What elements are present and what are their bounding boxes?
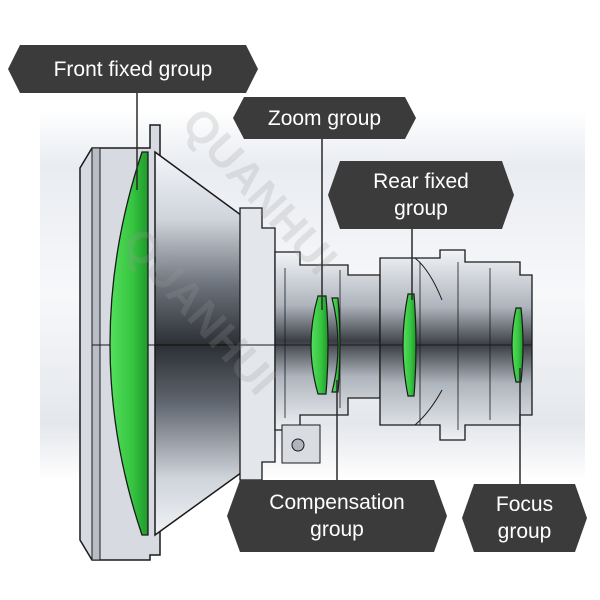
rear-fixed-label-box <box>328 161 514 229</box>
compensation-lens <box>331 297 341 393</box>
compensation-label-box <box>227 480 447 552</box>
zoom-lens <box>310 295 329 395</box>
zoom-group-label-line-1: Zoom group <box>267 106 382 130</box>
compensation-group-label-line-2: group <box>310 518 364 541</box>
front-fixed-lens <box>109 151 149 536</box>
compensation-group-label-line-1: Compensation <box>269 491 405 514</box>
front-fixed-group-label: Front fixed group <box>8 45 258 93</box>
leader-lines <box>136 93 521 484</box>
rear-fixed-group-label-line-2: group <box>394 197 448 220</box>
cone-housing <box>154 150 276 537</box>
lens-elements <box>109 151 524 536</box>
zoom-group-label: Zoom group <box>233 97 416 139</box>
callout-shapes <box>8 45 587 552</box>
front-fixed-group-label-line-1: Front fixed group <box>53 57 213 81</box>
zoom-label-box <box>233 97 416 139</box>
rear-fixed-group-label-line-1: Rear fixed <box>373 170 469 193</box>
focus-group-label-line-2: group <box>497 520 552 543</box>
focus-group-label-line-1: Focus <box>495 493 554 516</box>
compensation-group-label: Compensation group <box>227 480 447 552</box>
rear-fixed-group-label: Rear fixed group <box>328 161 514 229</box>
focus-group-label: Focus group <box>462 484 587 552</box>
focus-lens <box>511 307 524 383</box>
focus-label-box <box>462 484 587 552</box>
rear-fixed-lens <box>402 293 417 397</box>
front-fixed-label-box <box>8 45 258 93</box>
